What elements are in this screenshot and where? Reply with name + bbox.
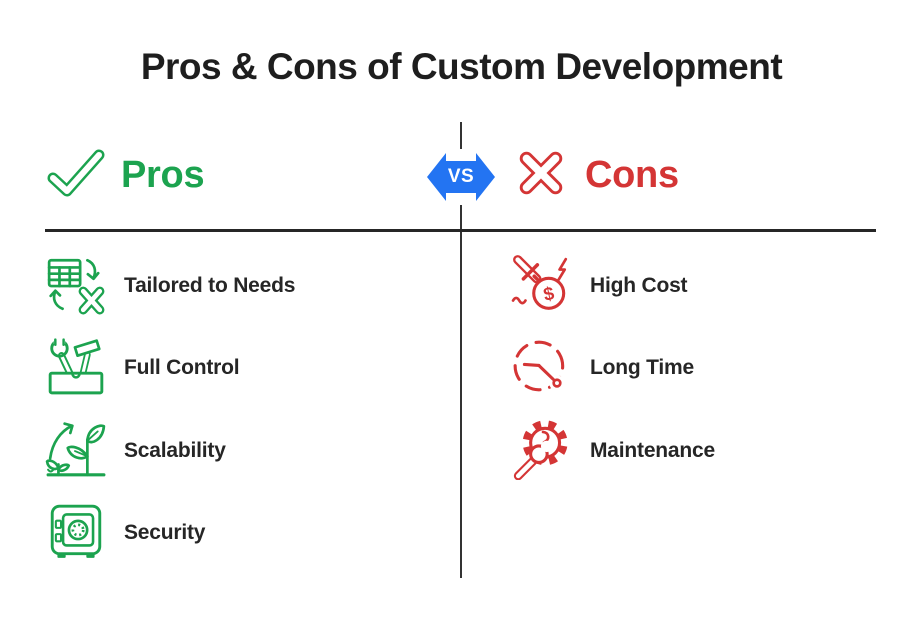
pros-item-label: Security <box>124 521 206 544</box>
gear-wrench-icon <box>511 418 573 485</box>
dashed-clock-icon <box>511 335 573 402</box>
pros-item-tailored: Tailored to Needs <box>45 255 295 317</box>
pros-item-security: Security <box>45 502 205 564</box>
pros-item-scalability: Scalability <box>45 420 226 482</box>
cons-item-label: Long Time <box>590 356 694 379</box>
pros-item-control: Full Control <box>45 335 240 402</box>
safe-icon <box>45 500 107 567</box>
toolbox-icon <box>45 335 107 402</box>
cons-header: Cons <box>512 144 679 206</box>
pros-item-label: Scalability <box>124 439 226 462</box>
cons-item-label: Maintenance <box>590 439 715 462</box>
double-arrow-icon <box>427 153 495 201</box>
pros-item-label: Full Control <box>124 356 240 379</box>
vs-badge: VS <box>427 149 495 205</box>
pros-heading: Pros <box>121 153 205 196</box>
vertical-divider <box>460 122 462 578</box>
pros-item-label: Tailored to Needs <box>124 274 296 297</box>
dagger-coin-icon: $ <box>511 253 573 320</box>
cons-item-time: Long Time <box>511 337 694 399</box>
cons-item-label: High Cost <box>590 274 688 297</box>
cross-icon <box>512 144 570 207</box>
checkmark-icon <box>46 143 106 208</box>
vs-label: VS <box>447 166 475 187</box>
cons-heading: Cons <box>585 153 679 196</box>
cons-item-maintenance: Maintenance <box>511 418 715 485</box>
page-title: Pros & Cons of Custom Development <box>140 46 783 87</box>
horizontal-divider <box>45 229 876 232</box>
spreadsheet-sync-icon <box>45 253 107 320</box>
plant-growth-icon <box>45 418 107 485</box>
pros-header: Pros <box>46 143 205 208</box>
cons-item-cost: $ High Cost <box>511 253 688 320</box>
